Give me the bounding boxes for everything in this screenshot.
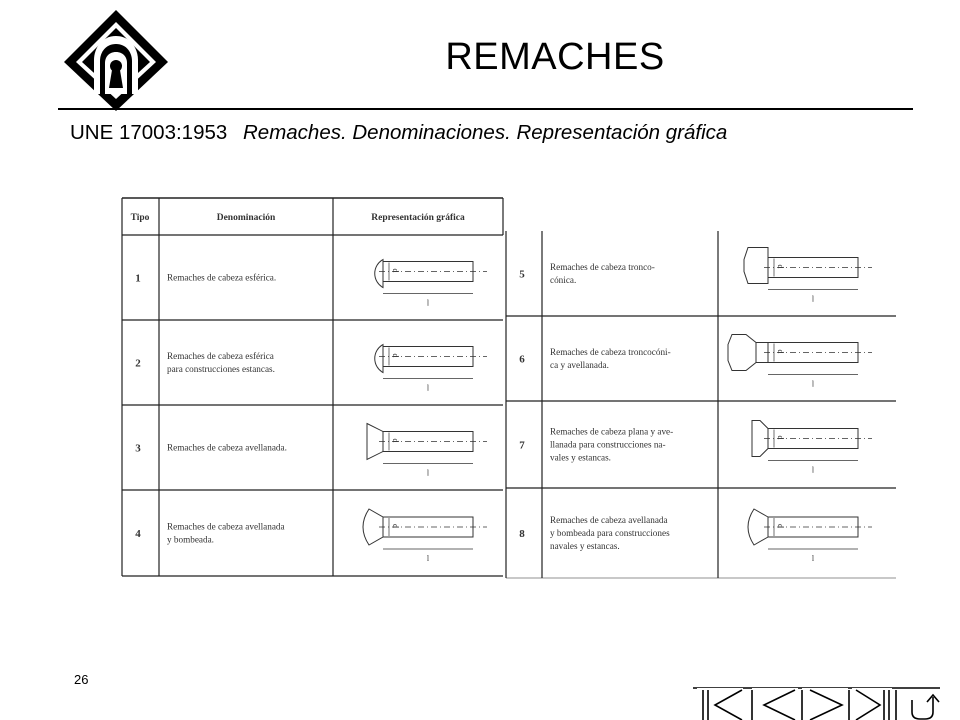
- length-label: l: [427, 299, 430, 308]
- rivet-denomination: Remaches de cabeza esférica.: [167, 273, 276, 283]
- rivet-denomination: Remaches de cabeza plana y ave-: [550, 427, 673, 437]
- rivet-denomination: para construcciones estancas.: [167, 364, 275, 374]
- table-row: 1 Remaches de cabeza esférica.: [135, 273, 276, 285]
- institution-logo-icon: [64, 10, 168, 111]
- diameter-label: d: [776, 265, 785, 269]
- rivet-denomination: navales y estancas.: [550, 541, 620, 551]
- table-header: Representación gráfica: [371, 213, 465, 223]
- rivet-denomination: Remaches de cabeza esférica: [167, 351, 274, 361]
- rivet-drawing: [747, 508, 872, 550]
- rivet-denomination: y bombeada.: [167, 535, 214, 545]
- table-header: Denominación: [217, 213, 276, 223]
- table-row: 6 Remaches de cabeza troncocóni-ca y avel…: [519, 347, 670, 370]
- standard-code: UNE 17003:1953: [70, 121, 228, 144]
- standard-title: Remaches. Denominaciones. Representación…: [243, 121, 728, 144]
- rivet-drawing: [727, 334, 872, 375]
- rivet-drawing: [366, 422, 487, 464]
- title-divider: [58, 108, 913, 110]
- rivet-drawing: [374, 258, 487, 294]
- rivet-drawing: [743, 247, 872, 290]
- rivet-type-number: 1: [135, 273, 141, 285]
- table-row: 5 Remaches de cabeza tronco-cónica.: [519, 262, 655, 285]
- rivet-denomination: Remaches de cabeza avellanada: [550, 515, 668, 525]
- length-label: l: [812, 380, 815, 389]
- rivet-type-number: 3: [135, 443, 141, 455]
- length-label: l: [427, 469, 430, 478]
- standard-reference: UNE 17003:1953 Remaches. Denominaciones.…: [70, 121, 727, 145]
- length-label: l: [812, 466, 815, 475]
- rivet-denomination: llanada para construcciones na-: [550, 440, 666, 450]
- table-row: 4 Remaches de cabeza avellanada y bombeada…: [135, 522, 284, 545]
- rivet-type-number: 7: [519, 440, 525, 452]
- rivet-denomination: Remaches de cabeza avellanada.: [167, 443, 287, 453]
- diameter-label: d: [391, 439, 400, 443]
- rivet-type-number: 8: [519, 528, 525, 540]
- diameter-label: d: [776, 436, 785, 440]
- rivet-drawing: [362, 508, 487, 550]
- length-label: l: [812, 554, 815, 563]
- length-label: l: [812, 295, 815, 304]
- table-row: 7 Remaches de cabeza plana y ave-llanada …: [519, 427, 673, 463]
- diameter-label: d: [776, 350, 785, 354]
- rivet-drawing: [374, 343, 487, 379]
- table-row: 8 Remaches de cabeza avellanada y bombeada…: [519, 515, 670, 551]
- rivet-denomination: ca y avellanada.: [550, 360, 609, 370]
- rivet-denomination: Remaches de cabeza troncocóni-: [550, 347, 671, 357]
- diameter-label: d: [391, 269, 400, 273]
- diameter-label: d: [776, 524, 785, 528]
- page-number: 26: [74, 672, 89, 687]
- table-row: 2 Remaches de cabeza esférica para constru…: [135, 351, 275, 374]
- diameter-label: d: [391, 354, 400, 358]
- length-label: l: [427, 554, 430, 563]
- diameter-label: d: [391, 524, 400, 528]
- slide-title: REMACHES: [445, 36, 665, 78]
- rivet-type-number: 6: [519, 354, 525, 366]
- rivet-type-number: 2: [135, 358, 141, 370]
- rivet-drawing: [751, 420, 872, 461]
- rivet-denomination: Remaches de cabeza tronco-: [550, 262, 655, 272]
- rivet-type-number: 5: [519, 269, 525, 281]
- length-label: l: [427, 384, 430, 393]
- rivet-denomination: y bombeada para construcciones: [550, 528, 670, 538]
- rivet-denomination: cónica.: [550, 275, 576, 285]
- rivet-denomination: vales y estancas.: [550, 453, 611, 463]
- rivet-denomination: Remaches de cabeza avellanada: [167, 522, 285, 532]
- table-row: 3 Remaches de cabeza avellanada.: [135, 443, 287, 455]
- rivet-type-number: 4: [135, 528, 141, 540]
- table-header: Tipo: [131, 213, 150, 223]
